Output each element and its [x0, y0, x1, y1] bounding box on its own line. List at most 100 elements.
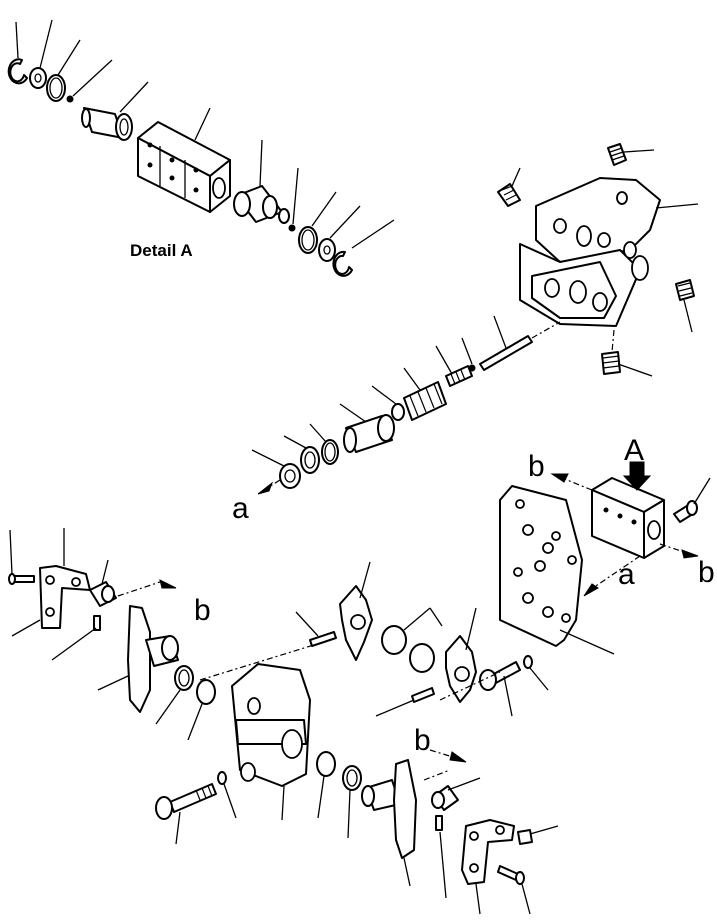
leader-line	[9, 529, 13, 575]
plug-top	[607, 143, 627, 166]
washer-2-hole	[323, 245, 331, 255]
roller-2	[431, 785, 459, 811]
solenoid-block	[591, 477, 665, 559]
ref-a-label: a	[232, 492, 249, 525]
valve-housing-assembly	[497, 143, 699, 377]
bracket-left	[39, 565, 91, 629]
leader-line	[223, 783, 237, 819]
leader-line	[623, 149, 655, 153]
reference-line	[589, 555, 641, 591]
o-ring-3-inner	[324, 442, 336, 462]
seal-ring-inner	[178, 669, 190, 687]
leader-line	[447, 777, 481, 791]
leader-line	[403, 857, 411, 887]
leader-line	[403, 367, 421, 391]
valve-housing	[519, 177, 661, 327]
leader-line	[503, 675, 513, 717]
ref-b-label-1: b	[528, 450, 545, 483]
gasket-plate	[499, 485, 583, 647]
leader-line	[311, 191, 337, 227]
leader-line	[347, 789, 351, 839]
leader-line	[101, 559, 109, 585]
spring-pin-2	[411, 687, 435, 703]
spring-piston-stack: a	[232, 315, 561, 525]
leader-line	[529, 667, 549, 691]
leader-line	[51, 627, 97, 661]
reference-line	[117, 581, 161, 597]
dowel-pin	[93, 615, 101, 631]
leader-line	[11, 619, 41, 637]
ref-a-label-2: a	[618, 558, 635, 591]
reference-line	[659, 543, 685, 553]
snap-ring-2	[332, 250, 353, 277]
lever-housing	[199, 639, 331, 787]
leader-line	[655, 203, 699, 209]
leader-line	[283, 435, 307, 449]
leader-line	[371, 385, 397, 405]
leader-line	[351, 219, 395, 249]
ref-b-label-4: b	[414, 724, 431, 757]
link-1	[339, 585, 373, 661]
backup-ring-inner	[304, 451, 316, 469]
bushing-2	[316, 751, 336, 777]
check-ball	[66, 95, 74, 103]
leader-line	[475, 883, 481, 915]
seal-ring-2-inner	[346, 769, 358, 787]
bolt-bottom-left	[155, 783, 217, 820]
washer-3	[523, 655, 533, 669]
spring-seat	[391, 403, 405, 421]
leader-line	[57, 39, 81, 76]
leader-line	[439, 831, 447, 899]
plug-right	[675, 279, 695, 301]
leader-line	[339, 403, 367, 423]
arrow-head	[159, 579, 177, 589]
leader-line	[295, 611, 319, 637]
leader-line	[461, 337, 473, 365]
cover-plate-assembly: A b b a	[499, 434, 715, 655]
bolt-middle	[479, 661, 521, 691]
washer-2	[318, 238, 336, 262]
check-ball-2	[288, 224, 296, 232]
screw-right	[497, 865, 525, 885]
leader-line	[317, 775, 325, 819]
screw-left	[8, 573, 35, 585]
snap-ring	[7, 58, 28, 85]
reference-line	[561, 477, 593, 491]
valve-body-block	[137, 121, 231, 213]
leader-line	[435, 345, 453, 375]
leader-line	[194, 107, 211, 141]
middle-link-parts	[295, 561, 549, 717]
roller	[89, 581, 117, 607]
bolt-right	[673, 500, 698, 523]
leader-line	[529, 825, 559, 835]
arrow-head	[583, 583, 599, 597]
center-line	[531, 321, 561, 339]
ref-b-label-3: b	[194, 594, 211, 627]
leader-line	[429, 607, 443, 627]
leader-line	[187, 703, 203, 741]
detail-a-assembly: Detail A	[7, 19, 395, 277]
plug-bottom	[601, 351, 621, 375]
ref-b-label-2: b	[698, 556, 715, 589]
leader-line	[72, 59, 113, 97]
washer-hole	[34, 73, 42, 83]
arrow-head	[257, 481, 274, 495]
reference-line	[423, 769, 451, 781]
spring-pin	[309, 631, 337, 647]
lock-washer	[217, 771, 227, 785]
detail-a-label: Detail A	[130, 241, 193, 260]
leader-line	[175, 811, 181, 845]
lever-left	[127, 605, 179, 713]
cap	[279, 463, 301, 489]
leader-line	[693, 477, 711, 505]
lever-right	[361, 759, 417, 859]
plug-left	[497, 183, 521, 207]
leader-line	[493, 315, 507, 349]
leader-line	[375, 699, 415, 717]
leader-line	[359, 561, 371, 599]
view-a-arrow	[622, 461, 652, 491]
bracket-right	[461, 819, 515, 885]
bushing	[196, 679, 216, 705]
piston	[81, 107, 133, 141]
small-spring	[445, 365, 473, 387]
